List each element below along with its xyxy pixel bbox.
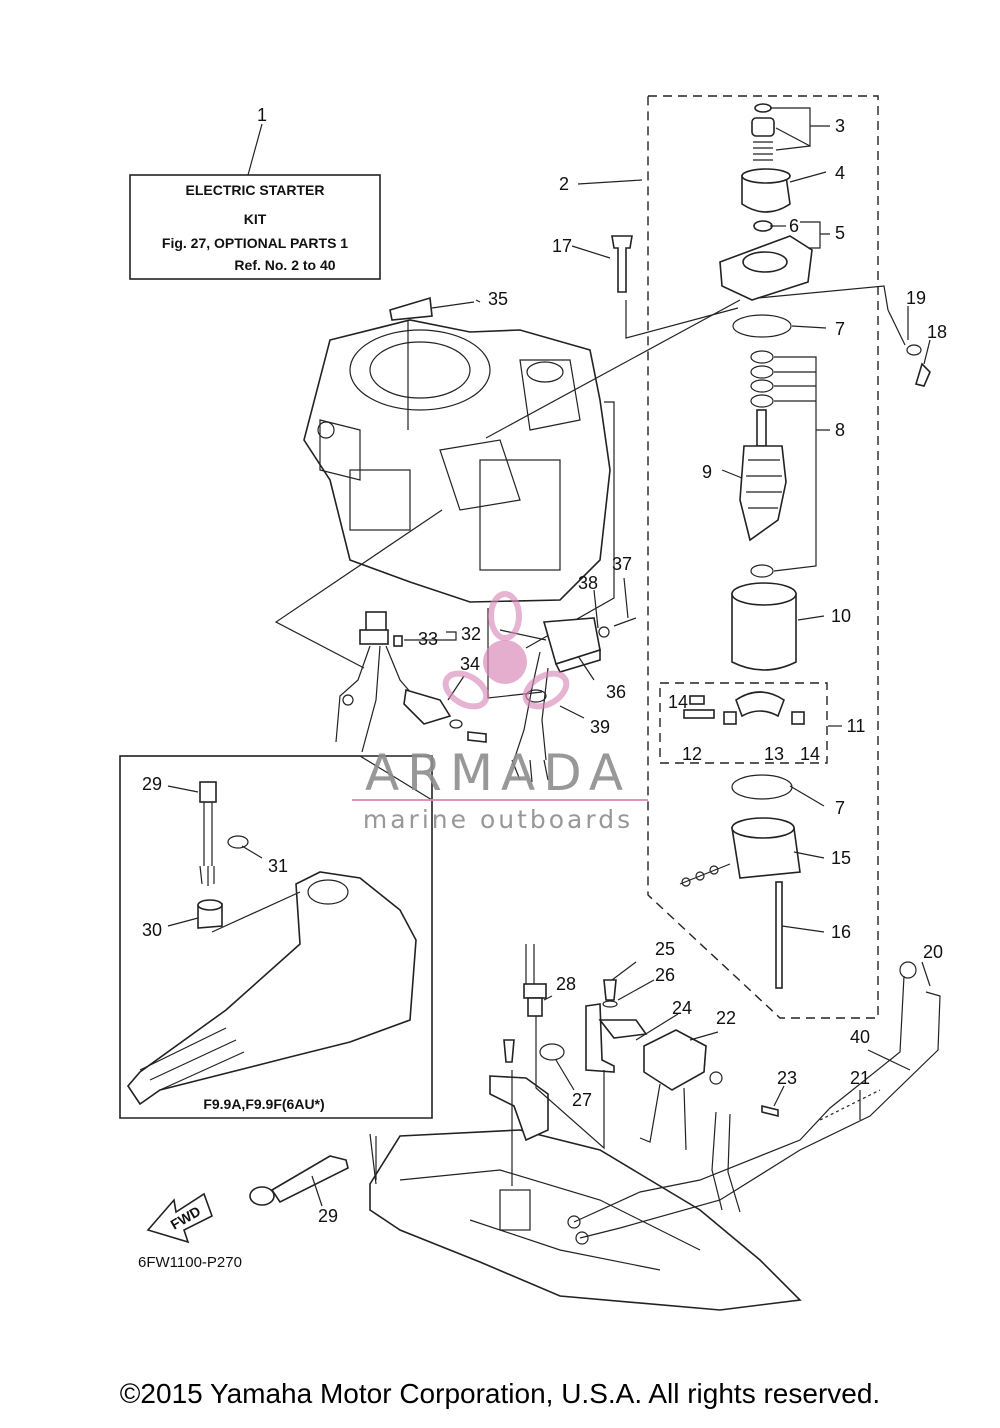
callout-19: 19: [906, 288, 926, 308]
callout-26: 26: [655, 965, 675, 985]
callout-13: 13: [764, 744, 784, 764]
watermark: ARMADA marine outboards: [352, 591, 648, 834]
callout-18: 18: [927, 322, 947, 342]
leader-lines: [167, 107, 931, 1207]
callout-29b: 29: [318, 1206, 338, 1226]
watermark-logo-icon: [442, 591, 570, 710]
callout-15: 15: [831, 848, 851, 868]
callout-28: 28: [556, 974, 576, 994]
lower-sensor-29: [249, 1155, 349, 1206]
diagram-code: 6FW1100-P270: [138, 1254, 242, 1271]
callout-4: 4: [835, 163, 845, 183]
callout-21: 21: [850, 1068, 870, 1088]
starter-assembly-outline: [647, 95, 879, 1019]
variant-box: F9.9A,F9.9F(6AU*): [119, 755, 433, 1119]
callout-2: 2: [559, 174, 569, 194]
callout-1: 1: [257, 105, 267, 125]
callout-14b: 14: [800, 744, 820, 764]
callout-24: 24: [672, 998, 692, 1018]
callout-10: 10: [831, 606, 851, 626]
callout-11: 11: [847, 716, 866, 736]
callout-25: 25: [655, 939, 675, 959]
relay-22: [639, 1029, 779, 1151]
callout-16: 16: [831, 922, 851, 942]
kit-info-box: ELECTRIC STARTER KIT Fig. 27, OPTIONAL P…: [129, 123, 381, 280]
watermark-brand: ARMADA: [365, 744, 631, 802]
callout-33: 33: [418, 629, 438, 649]
kit-box-line1: ELECTRIC STARTER: [186, 182, 325, 198]
bracket-24: [489, 979, 648, 1142]
callout-32: 32: [461, 624, 481, 644]
callout-20: 20: [923, 942, 943, 962]
callout-7: 7: [835, 319, 845, 339]
callout-7b: 7: [835, 798, 845, 818]
callout-17: 17: [552, 236, 572, 256]
callout-9: 9: [702, 462, 712, 482]
callout-39: 39: [590, 717, 610, 737]
callout-5: 5: [835, 223, 845, 243]
callout-3: 3: [835, 116, 845, 136]
callout-23: 23: [777, 1068, 797, 1088]
callout-numbers: 1 2 3 4 5 6 7 8 9 10 11 12 13 14 14 15 1…: [142, 105, 947, 1226]
fwd-arrow-icon: FWD: [146, 1192, 213, 1244]
callout-8: 8: [835, 420, 845, 440]
callout-35: 35: [488, 289, 508, 309]
callout-31: 31: [268, 856, 288, 876]
variant-note: F9.9A,F9.9F(6AU*): [203, 1096, 324, 1112]
callout-30: 30: [142, 920, 162, 940]
rectifier-36: [499, 617, 637, 783]
callout-29a: 29: [142, 774, 162, 794]
callout-36: 36: [606, 682, 626, 702]
battery-cables: [567, 961, 941, 1245]
kit-box-line4: Ref. No. 2 to 40: [234, 257, 335, 273]
callout-38: 38: [578, 573, 598, 593]
watermark-tagline: marine outboards: [363, 805, 633, 834]
harness-32: [335, 611, 487, 753]
sensor-28: [523, 944, 547, 1017]
callout-40: 40: [850, 1027, 870, 1047]
callout-37: 37: [612, 554, 632, 574]
callout-14a: 14: [668, 692, 688, 712]
engine-block: [303, 296, 611, 603]
starter-motor-parts: [611, 103, 931, 989]
callout-12: 12: [682, 744, 702, 764]
callout-34: 34: [460, 654, 480, 674]
bottom-cowling: [369, 1129, 802, 1311]
callout-22: 22: [716, 1008, 736, 1028]
brush-assembly-outline: [659, 682, 828, 764]
kit-box-line3: Fig. 27, OPTIONAL PARTS 1: [162, 235, 348, 251]
callout-27: 27: [572, 1090, 592, 1110]
kit-box-line2: KIT: [244, 211, 267, 227]
callout-6: 6: [789, 216, 799, 236]
copyright-notice: ©2015 Yamaha Motor Corporation, U.S.A. A…: [119, 1378, 881, 1409]
